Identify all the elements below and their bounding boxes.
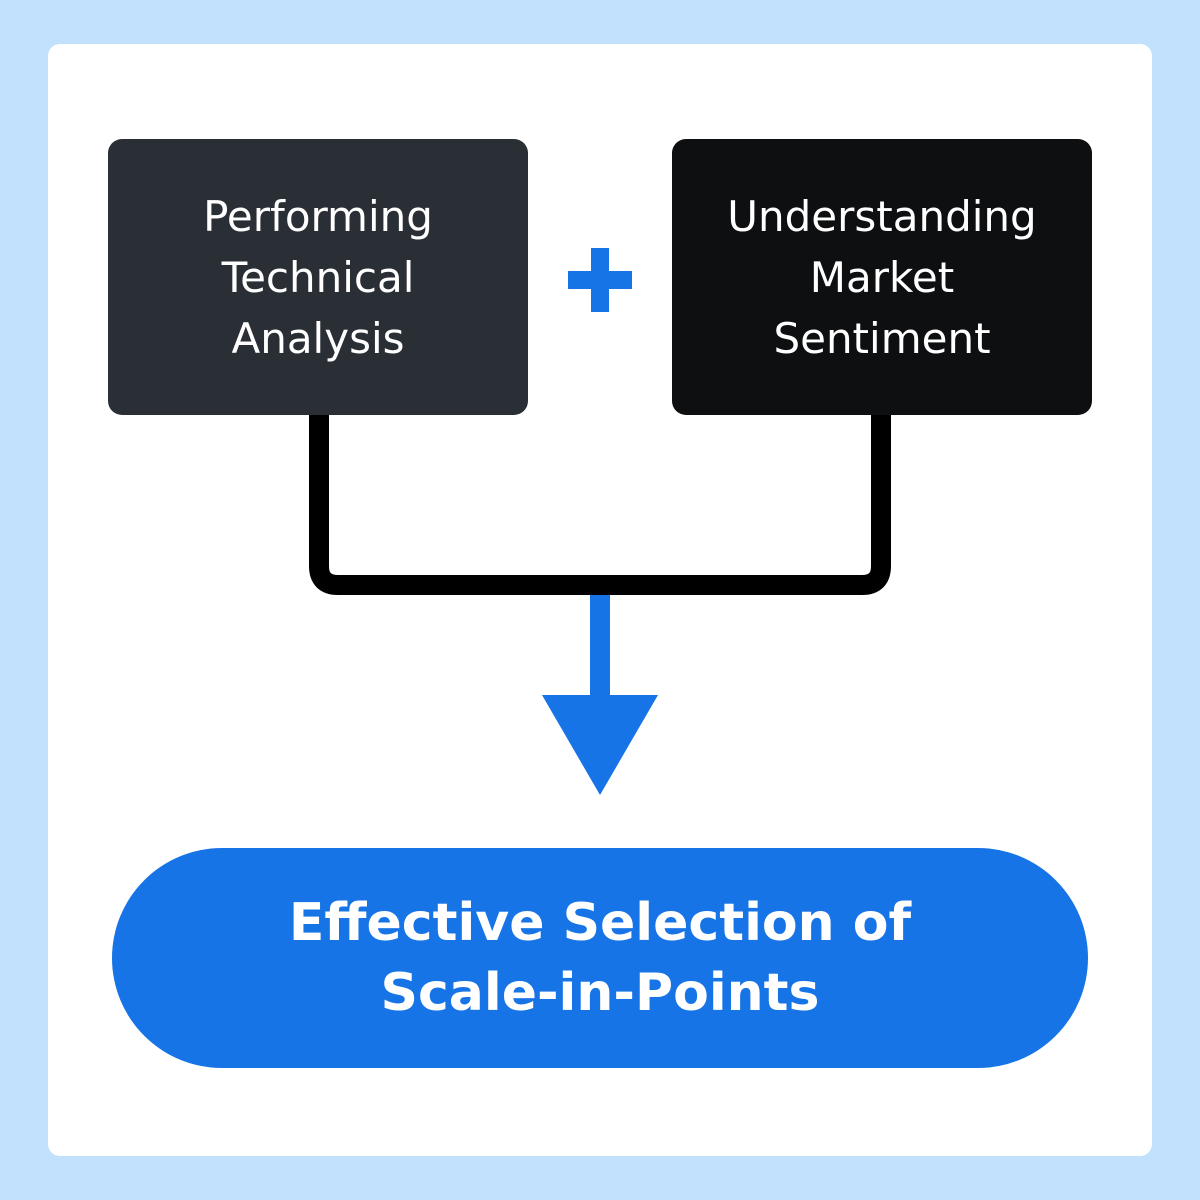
technical-analysis-box: Performing Technical Analysis: [108, 139, 528, 415]
outcome-pill: Effective Selection of Scale-in-Points: [112, 848, 1088, 1068]
left-box-line-3: Analysis: [231, 313, 405, 363]
left-box-line-2: Technical: [221, 252, 415, 302]
outcome-line-1: Effective Selection of: [288, 893, 912, 953]
right-box-line-1: Understanding: [727, 191, 1037, 241]
market-sentiment-box: Understanding Market Sentiment: [672, 139, 1092, 415]
right-box-line-2: Market: [809, 252, 955, 302]
right-box-line-3: Sentiment: [773, 313, 991, 363]
left-box-line-1: Performing: [203, 191, 433, 241]
outcome-line-2: Scale-in-Points: [380, 963, 820, 1023]
